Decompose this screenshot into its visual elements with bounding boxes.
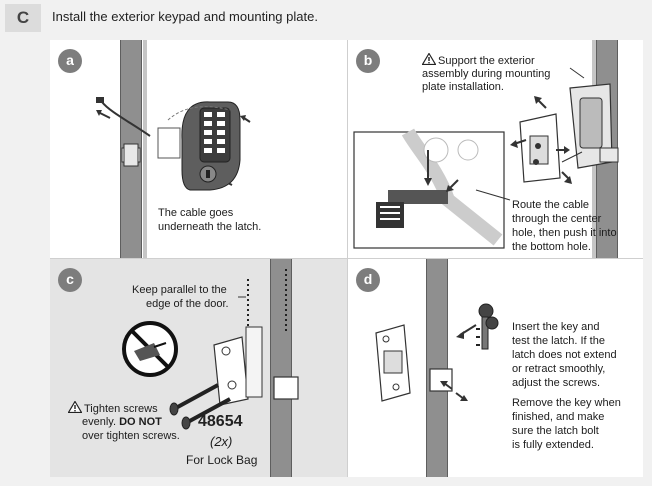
panel-divider-horizontal	[50, 258, 643, 259]
door-edge	[426, 259, 448, 477]
part-number: 48654	[198, 413, 243, 430]
route-cable-line4: the bottom hole.	[512, 241, 591, 253]
support-warning-line3: plate installation.	[422, 81, 504, 93]
route-cable-line1: Route the cable	[512, 199, 590, 211]
door-strip	[143, 40, 147, 258]
warning-triangle-icon	[422, 53, 436, 65]
step-badge: C	[5, 4, 41, 32]
mounting-plate-illustration	[353, 67, 619, 249]
step-title: Install the exterior keypad and mounting…	[52, 9, 318, 24]
cable-note-line2: underneath the latch.	[158, 221, 262, 233]
support-warning-line1: Support the exterior	[422, 53, 535, 68]
tighten-note-line1: Tighten screws	[68, 401, 158, 416]
no-power-drill-icon	[124, 323, 176, 375]
panel-badge-a: a	[58, 49, 82, 73]
remove-key-line2: finished, and make	[512, 411, 605, 423]
parallel-note-line1: Keep parallel to the	[132, 284, 227, 296]
panel-badge-d: d	[356, 268, 380, 292]
part-quantity: (2x)	[210, 434, 233, 449]
screws-illustration	[122, 269, 299, 430]
support-warning-line2: assembly during mounting	[422, 68, 551, 80]
door-edge	[270, 259, 292, 477]
tighten-note-line2: evenly. DO NOT	[82, 416, 162, 428]
panel-badge-c: c	[58, 268, 82, 292]
insert-key-line3: latch does not extend	[512, 349, 617, 361]
route-cable-line2: through the center	[512, 213, 602, 225]
keypad-illustration	[96, 97, 251, 191]
insert-key-line4: or retract smoothly,	[512, 363, 606, 375]
parallel-note-line2: edge of the door.	[146, 298, 229, 310]
panel-c: Keep parallel to the edge of the door. T…	[50, 259, 347, 477]
cable-note-line1: The cable goes	[158, 207, 234, 219]
insert-key-line2: test the latch. If the	[512, 335, 605, 347]
remove-key-line4: is fully extended.	[512, 439, 594, 451]
tighten-note-line3: over tighten screws.	[82, 430, 180, 442]
insert-key-line5: adjust the screws.	[512, 377, 601, 389]
panel-badge-b: b	[356, 49, 380, 73]
route-cable-line3: hole, then push it into	[512, 227, 617, 239]
remove-key-line3: sure the latch bolt	[512, 425, 599, 437]
key-test-illustration	[375, 303, 499, 402]
insert-key-line1: Insert the key and	[512, 321, 600, 333]
remove-key-line1: Remove the key when	[512, 397, 621, 409]
panel-d: Insert the key and test the latch. If th…	[348, 259, 643, 477]
panel-a: The cable goes underneath the latch. a	[50, 40, 347, 258]
panel-b: Support the exterior assembly during mou…	[348, 40, 643, 258]
part-location: For Lock Bag	[186, 453, 258, 467]
warning-triangle-icon	[68, 401, 82, 413]
